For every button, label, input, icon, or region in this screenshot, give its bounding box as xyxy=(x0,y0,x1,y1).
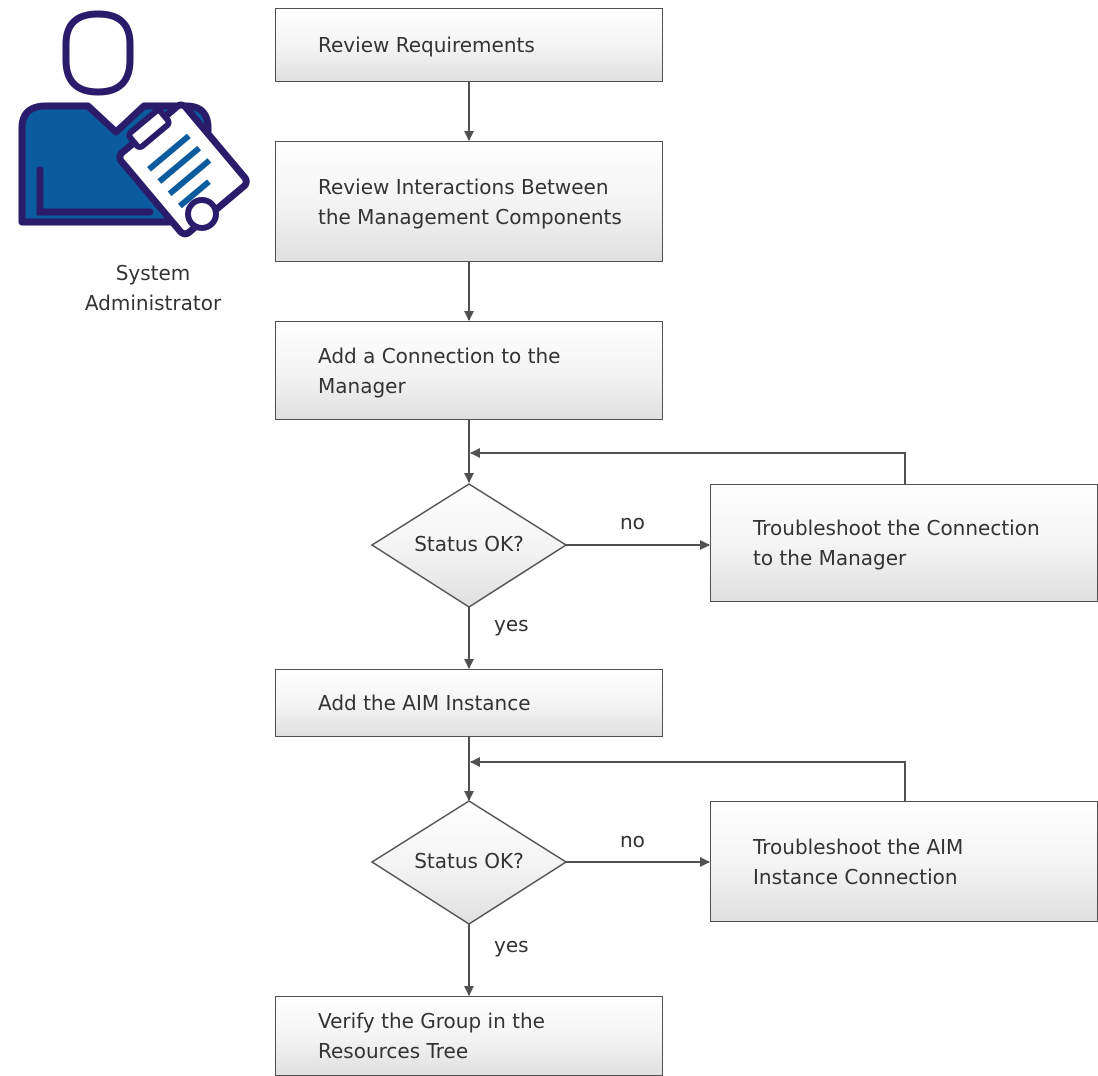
decision-label-1: Status OK? xyxy=(414,532,524,556)
step-add-connection: Add a Connection to the Manager xyxy=(275,321,663,420)
step-verify-group-line2: Resources Tree xyxy=(318,1039,469,1063)
troubleshoot-connection-line2: to the Manager xyxy=(753,546,907,570)
loop-back-2 xyxy=(470,757,906,801)
step-review-requirements: Review Requirements xyxy=(275,8,663,82)
branch-no-1: no xyxy=(620,510,645,534)
step-add-connection-line2: Manager xyxy=(318,373,406,398)
step-add-aim-instance-label: Add the AIM Instance xyxy=(318,691,531,715)
system-administrator-icon xyxy=(18,10,250,238)
branch-yes-2: yes xyxy=(494,933,529,957)
troubleshoot-connection-line1: Troubleshoot the Connection xyxy=(753,516,1040,540)
step-review-interactions-line2: the Management Components xyxy=(318,204,622,229)
step-add-connection-line1: Add a Connection to the xyxy=(318,343,561,368)
loop-back-1 xyxy=(470,448,906,484)
step-troubleshoot-connection: Troubleshoot the Connection to the Manag… xyxy=(710,484,1098,602)
step-verify-group-line1: Verify the Group in the xyxy=(318,1009,545,1033)
actor-label-line2: Administrator xyxy=(84,291,222,315)
step-review-interactions-line1: Review Interactions Between xyxy=(318,174,609,199)
step-troubleshoot-aim: Troubleshoot the AIM Instance Connection xyxy=(710,801,1098,922)
step-add-aim-instance: Add the AIM Instance xyxy=(275,669,663,737)
troubleshoot-aim-line2: Instance Connection xyxy=(753,864,958,889)
step-review-interactions: Review Interactions Between the Manageme… xyxy=(275,141,663,262)
step-review-requirements-label: Review Requirements xyxy=(318,33,535,57)
branch-yes-1: yes xyxy=(494,612,529,636)
actor-label: System Administrator xyxy=(50,258,256,318)
decision-diamond-2 xyxy=(370,800,568,925)
step-verify-group: Verify the Group in the Resources Tree xyxy=(275,996,663,1076)
actor-label-line1: System xyxy=(115,261,191,285)
troubleshoot-aim-line1: Troubleshoot the AIM xyxy=(753,834,964,859)
decision-label-2: Status OK? xyxy=(414,849,524,873)
decision-diamond-1 xyxy=(370,483,568,608)
branch-no-2: no xyxy=(620,828,645,852)
connectors xyxy=(464,82,906,996)
